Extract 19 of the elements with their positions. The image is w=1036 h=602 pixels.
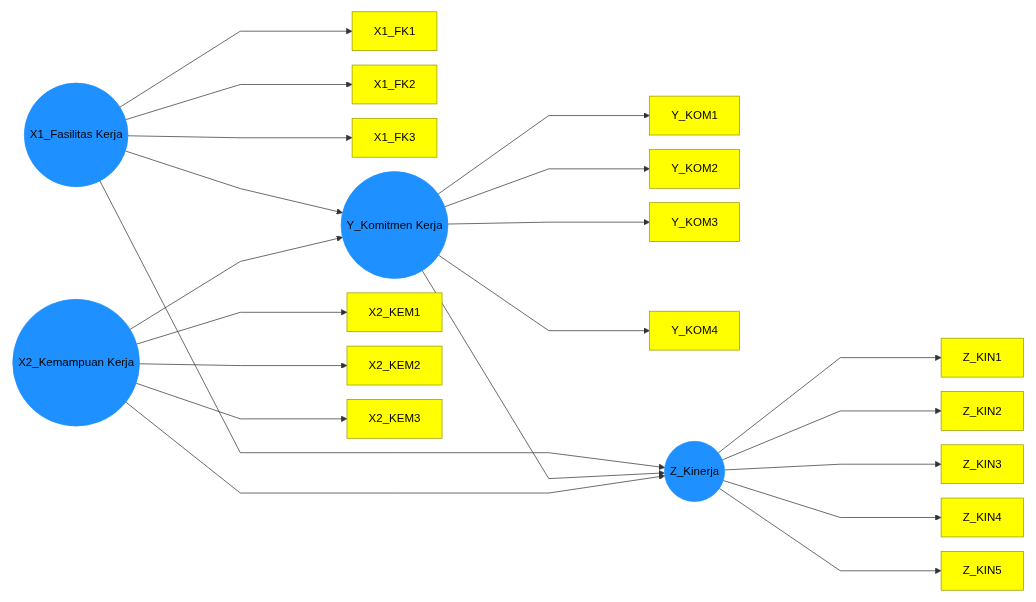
node-circle: Y_Komitmen Kerja [340, 171, 449, 279]
node-box: Z_KIN4 [940, 497, 1024, 538]
node-box: Y_KOM4 [649, 310, 740, 351]
node-box: X2_KEM1 [346, 292, 443, 333]
node-box: X1_FK1 [351, 11, 438, 51]
node-box: X1_FK2 [351, 64, 438, 105]
node-box: X2_KEM2 [346, 345, 443, 386]
node-box: X2_KEM3 [346, 399, 443, 439]
node-box: Y_KOM1 [649, 95, 740, 136]
node-box: X1_FK3 [351, 117, 438, 158]
node-circle: Z_Kinerja [664, 441, 725, 502]
node-circle: X1_Fasilitas Kerja [23, 82, 129, 188]
node-box: Y_KOM3 [649, 202, 740, 242]
node-circle: X2_Kemampuan Kerja [12, 298, 140, 427]
node-box: Z_KIN2 [940, 391, 1024, 431]
node-box: Z_KIN5 [940, 551, 1024, 591]
node-box: Y_KOM2 [649, 149, 740, 189]
node-box: Z_KIN3 [940, 444, 1024, 485]
node-box: Z_KIN1 [940, 337, 1024, 378]
